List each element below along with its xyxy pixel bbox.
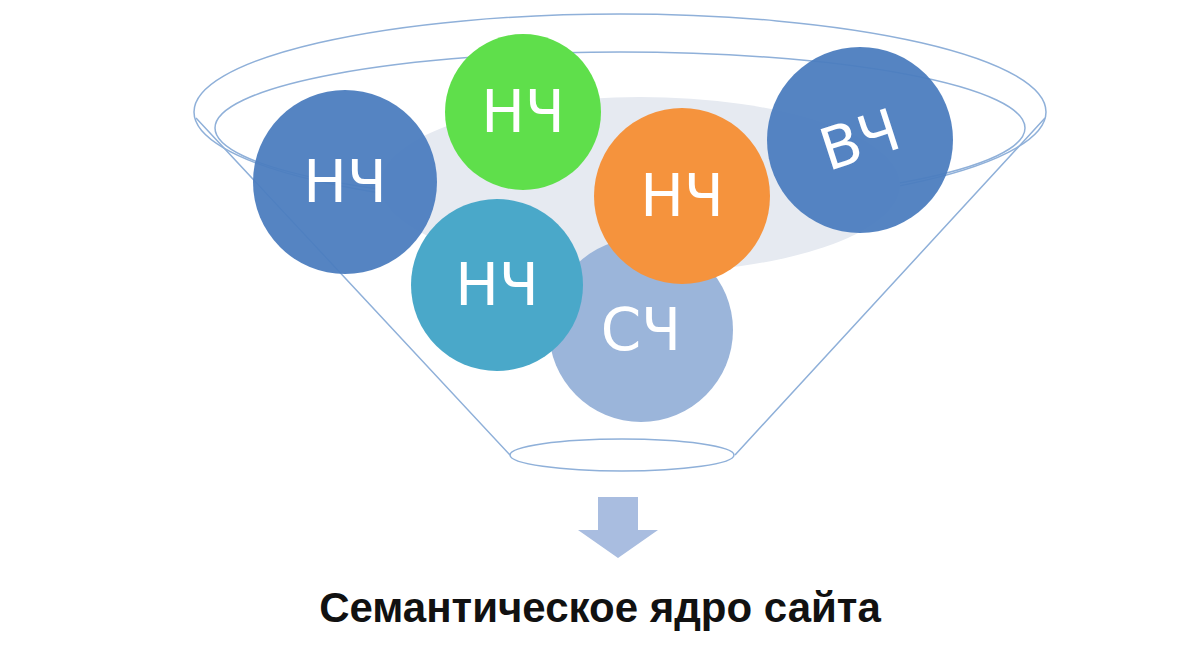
keyword-circle: НЧ bbox=[594, 108, 770, 284]
caption-row: Семантическое ядро сайта bbox=[0, 584, 1200, 632]
keyword-circle: НЧ bbox=[445, 34, 601, 190]
caption-text: Семантическое ядро сайта bbox=[319, 584, 881, 631]
circle-label: НЧ bbox=[455, 256, 538, 314]
circle-label: СЧ bbox=[601, 301, 681, 359]
keyword-circle: НЧ bbox=[253, 90, 437, 274]
circle-label: НЧ bbox=[640, 167, 723, 225]
down-arrow bbox=[578, 497, 658, 558]
keyword-circle: ВЧ bbox=[767, 47, 953, 233]
circle-label: НЧ bbox=[481, 83, 564, 141]
circle-label: НЧ bbox=[303, 153, 386, 211]
keyword-circle: НЧ bbox=[411, 199, 583, 371]
